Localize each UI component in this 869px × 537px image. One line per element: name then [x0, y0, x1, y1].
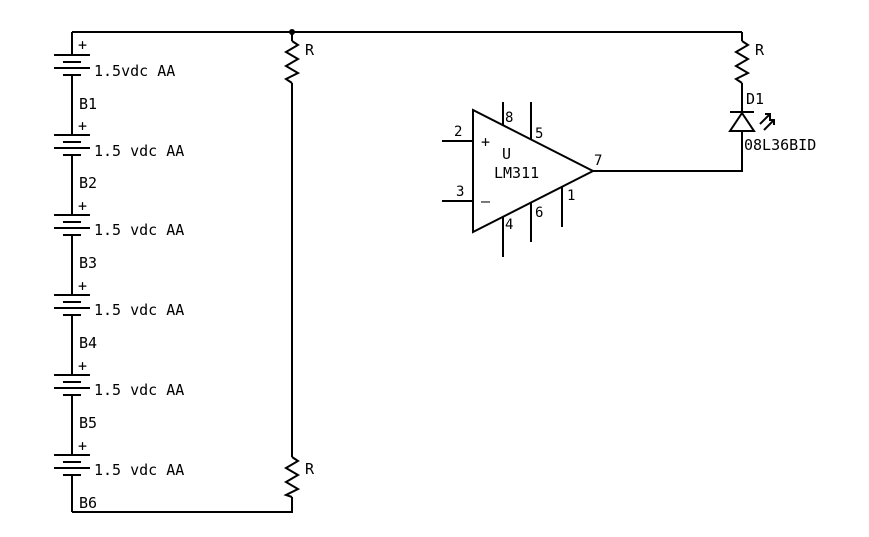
battery-voltage-label: 1.5 vdc AA — [94, 381, 184, 399]
led-light-arrow — [765, 113, 771, 119]
battery-voltage-label: 1.5 vdc AA — [94, 142, 184, 160]
opamp-ref-label: U — [502, 145, 511, 163]
led-ref-label: D1 — [746, 90, 764, 108]
battery-b4: + 1.5 vdc AA — [54, 277, 184, 319]
led-light-arrow — [759, 113, 771, 125]
battery-ref-label: B1 — [79, 95, 97, 113]
battery-b2: + 1.5 vdc AA — [54, 117, 184, 160]
battery-b5: + 1.5 vdc AA — [54, 357, 184, 399]
opamp-pin-number: 2 — [454, 124, 462, 140]
battery-voltage-label: 1.5 vdc AA — [94, 461, 184, 479]
bottom-rail-wire — [72, 497, 293, 513]
battery-voltage-label: 1.5 vdc AA — [94, 301, 184, 319]
battery-plus-label: + — [78, 117, 87, 135]
opamp-plus-symbol: + — [481, 133, 490, 151]
battery-ref-label: B2 — [79, 174, 97, 192]
opamp-pin-number: 6 — [535, 205, 543, 221]
opamp-pin-number: 7 — [594, 153, 602, 169]
battery-ref-label: B5 — [79, 414, 97, 432]
opamp-pin-number: 1 — [567, 188, 575, 204]
battery-plus-label: + — [78, 437, 87, 455]
battery-ref-label: B4 — [79, 334, 97, 352]
battery-plus-label: + — [78, 197, 87, 215]
led-d1 — [728, 111, 775, 132]
output-wire — [593, 131, 743, 172]
battery-ref-label: B3 — [79, 254, 97, 272]
resistor-divider-bottom — [283, 456, 301, 498]
battery-voltage-label: 1.5 vdc AA — [94, 221, 184, 239]
comparator-lm311: 2 3 + – 8 5 4 6 1 7 U LM311 — [442, 102, 602, 257]
opamp-pin-number: 4 — [505, 217, 513, 233]
battery-ref-label: B6 — [79, 494, 97, 512]
resistor-label: R — [755, 41, 765, 59]
opamp-pin-number: 5 — [535, 126, 543, 142]
battery-b6: + 1.5 vdc AA — [54, 437, 184, 479]
battery-b1: + 1.5vdc AA — [54, 36, 175, 80]
opamp-part-label: LM311 — [494, 164, 539, 182]
opamp-minus-symbol: – — [481, 192, 491, 210]
opamp-pin-number: 8 — [505, 110, 513, 126]
opamp-triangle — [472, 108, 596, 234]
led-light-arrow — [769, 119, 775, 125]
led-part-label: 08L36BID — [744, 136, 816, 154]
battery-plus-label: + — [78, 357, 87, 375]
battery-plus-label: + — [78, 36, 87, 54]
battery-stack: + 1.5vdc AA B1 + 1.5 vdc AA B2 + 1.5 vdc… — [54, 32, 184, 512]
resistor-label: R — [305, 41, 315, 59]
resistor-led — [734, 40, 751, 84]
opamp-pin-number: 3 — [456, 184, 464, 200]
resistor-divider-top — [284, 40, 301, 84]
resistor-label: R — [305, 460, 315, 478]
led-diode-triangle — [728, 111, 756, 132]
led-light-arrow — [763, 119, 775, 131]
battery-voltage-label: 1.5vdc AA — [94, 62, 175, 80]
battery-b3: + 1.5 vdc AA — [54, 197, 184, 239]
battery-plus-label: + — [78, 277, 87, 295]
